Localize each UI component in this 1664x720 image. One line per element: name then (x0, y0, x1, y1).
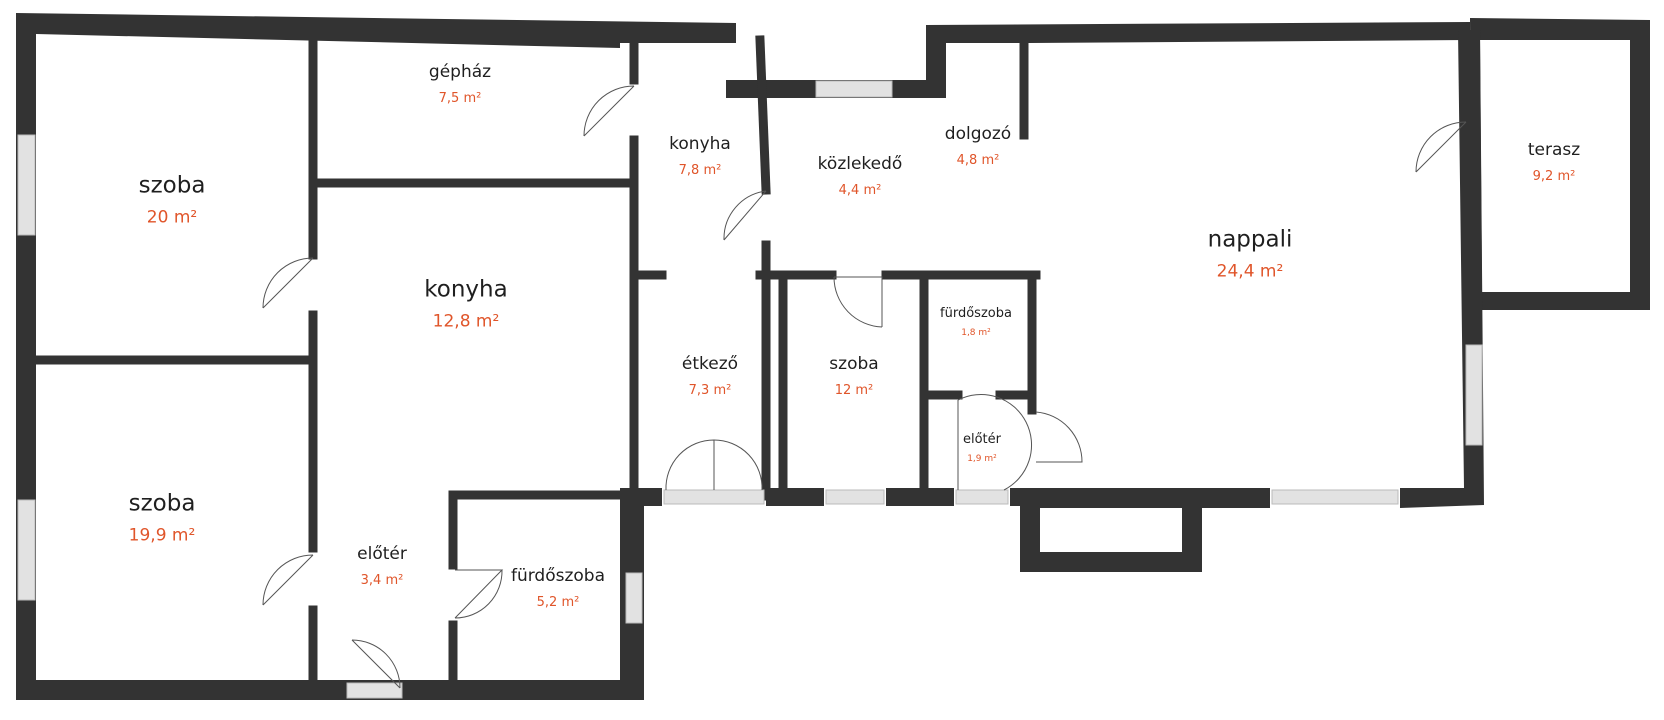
room-szoba-3: szoba 12 m² (829, 354, 878, 398)
room-name: gépház (428, 62, 492, 82)
room-area: 4,8 m² (956, 153, 1000, 168)
room-name: szoba (829, 354, 879, 374)
room-area: 1,8 m² (961, 328, 991, 338)
door-eloter-small (957, 393, 1032, 491)
door-etkezo-right (713, 439, 763, 491)
room-area: 7,8 m² (678, 163, 722, 178)
wall-east (1400, 30, 1484, 508)
door-szoba-2 (262, 554, 314, 606)
room-area: 4,4 m² (838, 183, 882, 198)
room-area: 7,5 m² (438, 91, 482, 106)
walls (16, 13, 1650, 700)
room-name: előtér (357, 544, 407, 564)
room-name: nappali (1207, 226, 1293, 253)
room-szoba-2: szoba 19,9 m² (129, 491, 196, 546)
wall-bump (1020, 488, 1270, 572)
room-area: 7,3 m² (688, 383, 732, 398)
room-konyha-small: konyha 7,8 m² (669, 134, 731, 178)
wall-bottom-6 (404, 680, 644, 700)
window-eloter-bottom (346, 682, 403, 699)
room-area: 24,4 m² (1216, 261, 1284, 282)
door-etkezo-left (665, 439, 715, 491)
room-area: 12,8 m² (432, 311, 500, 332)
window-etkezo (663, 489, 765, 505)
room-area: 5,2 m² (536, 595, 580, 610)
wall-int-9 (755, 35, 771, 195)
interior-walls (31, 35, 1041, 685)
windows (17, 80, 1483, 699)
doors (262, 85, 1467, 689)
room-terasz: terasz 9,2 m² (1528, 140, 1580, 184)
room-name: dolgozó (944, 124, 1012, 144)
window-szoba-2 (17, 499, 36, 601)
window-szoba-1 (17, 134, 36, 236)
room-szoba-1: szoba 20 m² (139, 173, 206, 228)
door-furdo-east (1035, 411, 1083, 463)
door-eloter (351, 639, 401, 689)
room-eloter-small: előtér 1,9 m² (963, 432, 1001, 464)
room-konyha-large: konyha 12,8 m² (424, 277, 507, 332)
window-szoba-3 (825, 489, 885, 505)
room-furdoszoba: fürdőszoba 5,2 m² (511, 566, 605, 610)
wall-bottom-2 (766, 488, 824, 506)
room-area: 12 m² (834, 383, 874, 398)
room-dolgozo: dolgozó 4,8 m² (945, 124, 1011, 168)
door-konyha-small (723, 190, 767, 241)
bottom-walls (404, 488, 1040, 700)
room-area: 19,9 m² (128, 525, 196, 546)
room-area: 1,9 m² (967, 454, 997, 464)
room-name: fürdőszoba (510, 566, 606, 586)
room-name: konyha (669, 134, 731, 154)
room-name: előtér (962, 432, 1002, 447)
room-area: 3,4 m² (360, 573, 404, 588)
room-etkezo: étkező 7,3 m² (682, 354, 738, 398)
room-name: terasz (1527, 140, 1581, 160)
wall-terasz (1470, 18, 1650, 310)
room-area: 9,2 m² (1532, 169, 1576, 184)
door-furdoszoba (454, 569, 504, 619)
door-gephaz (583, 85, 635, 137)
room-name: konyha (424, 276, 508, 303)
window-furdoszoba (625, 572, 643, 624)
room-name: szoba (138, 172, 206, 199)
room-gephaz: gépház 7,5 m² (429, 62, 491, 106)
door-terasz (1415, 121, 1467, 173)
room-name: közlekedő (817, 154, 903, 174)
window-kozlekedo (815, 80, 893, 98)
door-szoba-3 (833, 276, 883, 328)
room-name: fürdőszoba (940, 306, 1012, 321)
window-nappali-east (1465, 344, 1483, 446)
door-szoba-1 (262, 257, 314, 309)
room-name: étkező (681, 354, 739, 374)
window-nappali-bottom (1271, 489, 1399, 505)
room-eloter: előtér 3,4 m² (357, 544, 407, 588)
wall-bottom-7 (1020, 495, 1040, 572)
room-furdoszoba-small: fürdőszoba 1,8 m² (940, 306, 1012, 338)
room-name: szoba (128, 490, 196, 517)
room-area: 20 m² (146, 207, 198, 228)
room-kozlekedo: közlekedő 4,4 m² (818, 154, 903, 198)
window-eloter-small (955, 489, 1009, 505)
wall-top-east (926, 22, 1470, 98)
wall-bottom-3 (886, 488, 954, 506)
room-nappali: nappali 24,4 m² (1208, 227, 1293, 282)
